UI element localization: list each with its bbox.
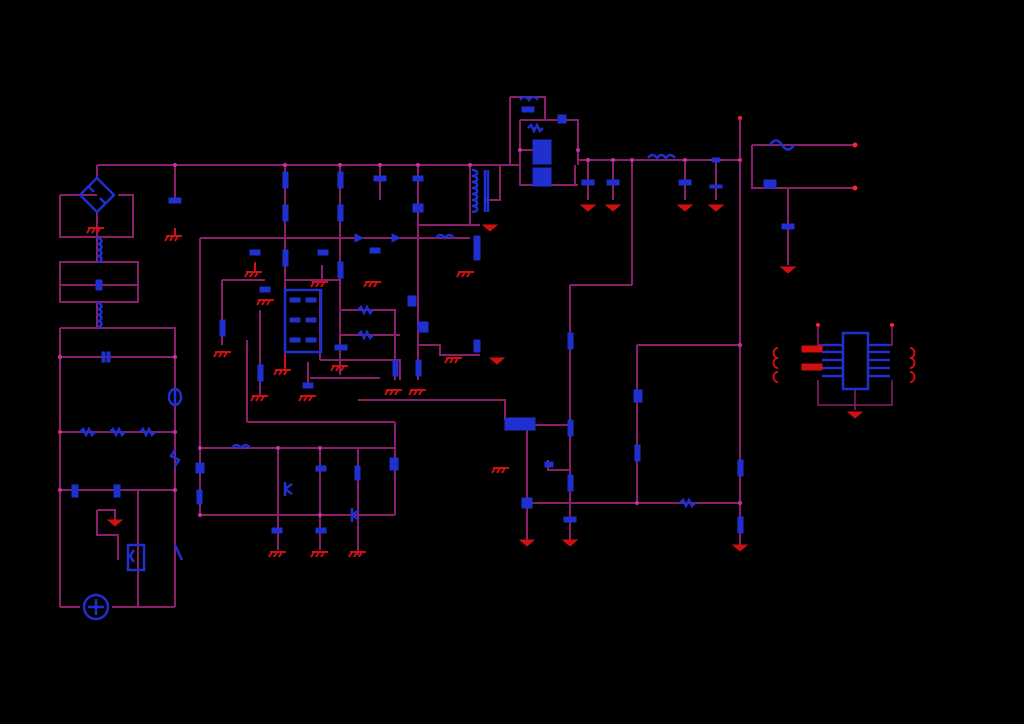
pwm-controller-ic [283, 288, 323, 354]
ground-symbols [86, 204, 864, 558]
connector-right [909, 347, 916, 383]
feedback-network [504, 332, 744, 534]
capacitor-c4 [412, 175, 424, 213]
fuse [167, 387, 183, 407]
ntc-thermistor [169, 449, 181, 467]
output-ic [822, 331, 890, 391]
switch-s1 [173, 544, 184, 561]
components [71, 95, 916, 621]
resistors-mid [219, 286, 481, 389]
capacitor-c3 [373, 175, 387, 182]
capacitor-filter [95, 279, 103, 291]
motor [82, 593, 110, 621]
connector-left [772, 345, 823, 383]
transistors-lower [195, 443, 399, 534]
capacitor-c2 [168, 197, 182, 204]
resistor-row [79, 426, 156, 438]
transformer-t1 [471, 168, 490, 261]
output-inductor [647, 153, 721, 163]
inductor-l1 [96, 236, 103, 264]
capacitor-c1 [101, 351, 111, 363]
relay-coil [126, 543, 146, 572]
output-capacitors [581, 179, 723, 189]
resistor-column-r1 [282, 171, 289, 267]
inductor-l2 [96, 301, 103, 329]
resistor-column-r2 [337, 171, 344, 279]
output-connector [763, 139, 796, 230]
bridge-rectifier [78, 176, 116, 214]
junction-nodes [58, 116, 894, 517]
diodes-mid [249, 233, 455, 256]
secondary-diodes [519, 95, 567, 187]
capacitor-pair [71, 484, 121, 498]
